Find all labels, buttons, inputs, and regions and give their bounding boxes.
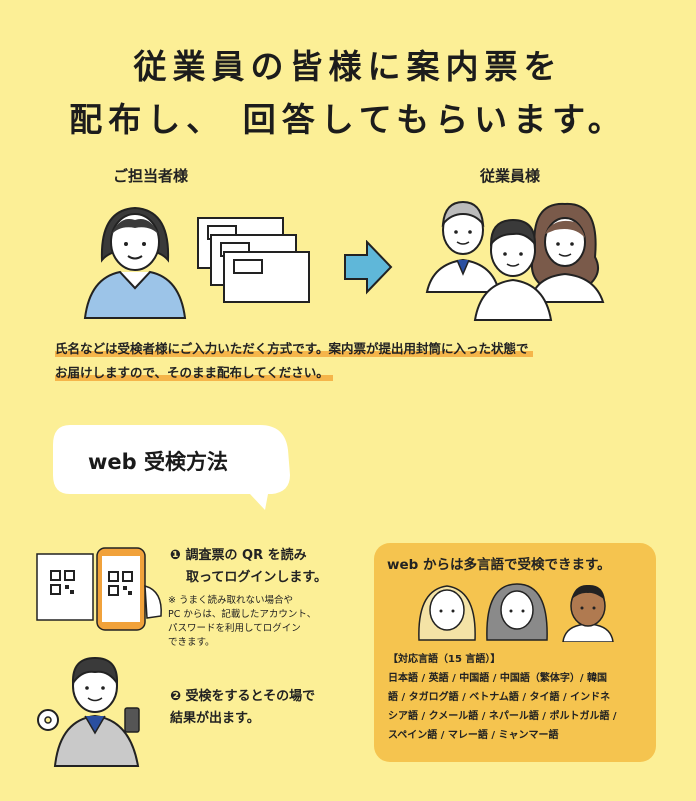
distribution-note-line1: 氏名などは受検者様にご入力いただく方式です。案内票が提出用封筒に入った状態で [55, 341, 533, 357]
web-method-title: web 受検方法 [88, 450, 228, 474]
step1-note-line1: ※ うまく読み取れない場合や [168, 595, 293, 606]
manager-illustration [83, 206, 187, 319]
headline-line1: 従業員の皆様に案内票を [133, 47, 563, 86]
multilingual-box [374, 543, 656, 762]
supported-languages-line: 日本語 / 英語 / 中国語 / 中国語（繁体字）/ 韓国 [388, 673, 607, 684]
step1-note-line2: PC からは、記載したアカウント、 [168, 609, 317, 620]
envelopes-illustration [197, 217, 310, 303]
headline-line2: 配布し、 回答してもらいます。 [69, 100, 627, 139]
multilingual-title: web からは多言語で受検できます。 [387, 557, 611, 573]
role-label-manager: ご担当者様 [113, 167, 189, 185]
step1-note-line3: パスワードを利用してログイン [168, 623, 301, 634]
step2-title-line1: ❷ 受検をするとその場で [170, 689, 316, 704]
arrow-right-icon [344, 240, 393, 295]
step1-note-line4: できます。 [168, 637, 215, 648]
supported-languages-header: 【対応言語（15 言語）】 [388, 654, 501, 665]
multilingual-people-illustration [418, 583, 614, 642]
step2-title-line2: 結果が出ます。 [170, 711, 260, 726]
supported-languages-line: 語 / タガログ語 / ベトナム語 / タイ語 / インドネ [388, 692, 611, 703]
qr-scan-illustration [36, 547, 162, 631]
step1-title-line2: 取ってログインします。 [186, 570, 328, 585]
role-label-employees: 従業員様 [480, 167, 541, 185]
web-method-bubble [53, 425, 290, 510]
person-ok-illustration [37, 656, 140, 767]
distribution-note-line2: お届けしますので、そのまま配布してください。 [55, 365, 333, 381]
step1-title-line1: ❶ 調査票の QR を読み [170, 548, 307, 563]
employees-illustration [425, 200, 605, 321]
supported-languages-line: スペイン語 / マレー語 / ミャンマー語 [388, 730, 559, 741]
supported-languages-line: シア語 / クメール語 / ネパール語 / ポルトガル語 / [388, 711, 617, 722]
